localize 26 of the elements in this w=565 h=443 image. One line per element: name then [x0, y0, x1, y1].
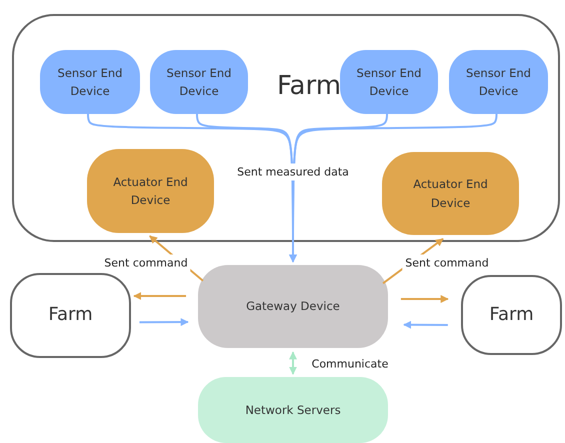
gateway-box: [198, 265, 388, 348]
node-label: Actuator End Device: [112, 174, 189, 209]
node-label: Sensor End Device: [465, 64, 532, 100]
farm-box: [10, 273, 131, 358]
sensor-box: [449, 50, 548, 114]
arrow: [133, 292, 186, 300]
node-label: Sensor End Device: [56, 64, 124, 100]
actuator-box: [87, 149, 214, 233]
actuator-box: [382, 152, 519, 235]
server-box: [198, 377, 388, 443]
sensor-box: [340, 50, 438, 114]
sensor-box: [40, 50, 140, 114]
sensor-box: [150, 50, 248, 114]
arrow: [289, 351, 297, 375]
arrow: [139, 318, 189, 326]
node-label: Network Servers: [245, 402, 341, 419]
arrow: [400, 295, 449, 303]
farm-box: [461, 275, 562, 355]
node-label: Farm: [489, 302, 534, 327]
node-label: Gateway Device: [246, 298, 340, 316]
arrow: [403, 320, 448, 329]
node-label: Sensor End Device: [356, 64, 422, 100]
node-label: Sensor End Device: [166, 64, 232, 100]
node-label: Farm: [48, 303, 93, 328]
farm-container: [12, 14, 560, 242]
node-label: Actuator End Device: [412, 176, 489, 212]
